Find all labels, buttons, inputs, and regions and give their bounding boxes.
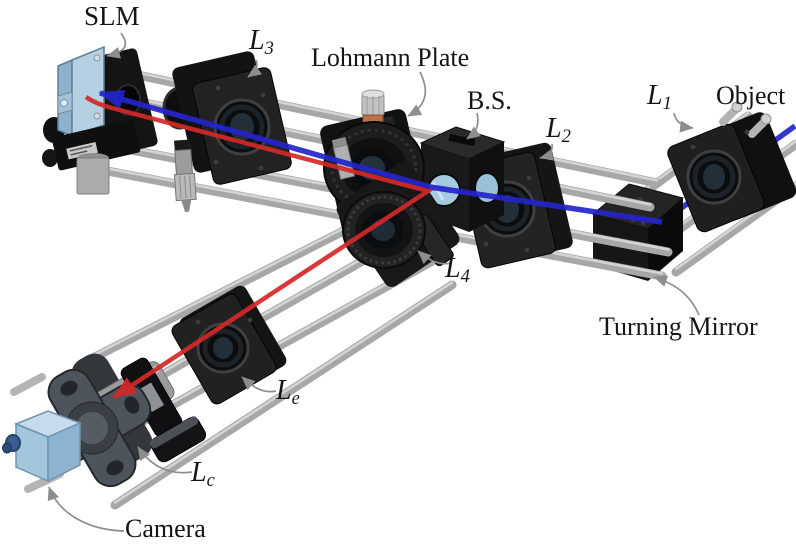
label-arrow-l3 [247,59,262,78]
label-arrow-camera [47,486,125,532]
label-arrows [47,32,700,532]
label-arrow-turning-mirror [653,275,700,316]
micrometer [173,139,197,213]
label-arrow-l1 [673,112,694,133]
label-arrow-le [241,376,277,393]
label-arrow-lohmann [407,71,427,117]
label-arrow-l2 [539,143,554,161]
label-lc: Lc [191,457,215,491]
label-l2: L2 [546,113,571,147]
slm-panel [57,45,105,138]
label-arrow-lc [137,446,193,474]
lens-le-mount [171,285,287,405]
label-arrow-l4 [417,250,453,265]
beam-paths [84,89,663,399]
return-beam-path [84,95,434,399]
object-beam-path [98,89,663,225]
label-l1: L1 [647,80,672,114]
slm-device [42,45,158,195]
label-object: Object [716,81,786,110]
camera-device [2,410,82,483]
label-slm: SLM [84,1,140,31]
label-bs: B.S. [467,86,512,115]
lens-l1-mount [667,101,796,233]
label-arrow-slm [106,32,127,59]
label-turning-mirror: Turning Mirror [599,312,758,341]
label-camera: Camera [125,514,206,543]
label-l3: L3 [249,25,274,59]
label-le: Le [276,375,300,409]
label-lohmann-plate: Lohmann Plate [311,43,470,72]
label-l4: L4 [445,253,470,287]
label-arrow-bs [466,112,481,140]
